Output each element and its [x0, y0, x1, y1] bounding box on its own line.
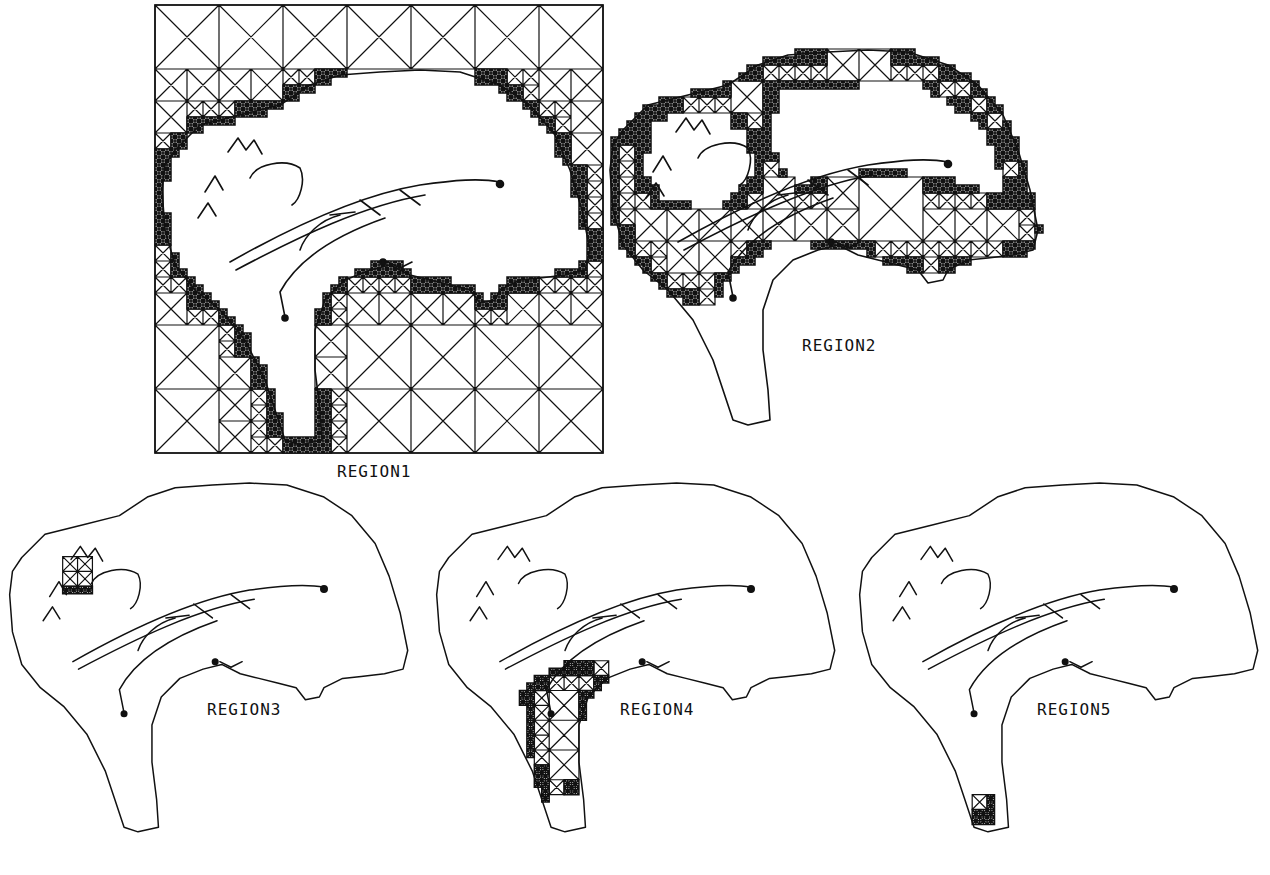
- brain-outline: [162, 70, 590, 445]
- quadtree-cells: [63, 5, 1043, 824]
- brain-outline: [610, 50, 1038, 425]
- boundary-cell: [972, 795, 994, 825]
- region-label: REGION3: [205, 700, 283, 719]
- brain-outline: [10, 483, 408, 832]
- boundary-cell: [611, 49, 1043, 305]
- region-label: REGION5: [1035, 700, 1113, 719]
- region1-frame: [155, 5, 603, 453]
- region-label: REGION2: [800, 336, 878, 355]
- quadtree-block: [63, 557, 93, 587]
- boundary-cell: [63, 586, 93, 593]
- quadtree-block: [972, 795, 987, 810]
- brain-outline: [860, 483, 1258, 832]
- brain-outline: [437, 483, 835, 832]
- quadtree-block: [155, 5, 603, 453]
- region-label: REGION4: [618, 700, 696, 719]
- boundary-cell: [155, 69, 603, 453]
- boundary-cell: [519, 661, 608, 802]
- region-label: REGION1: [335, 462, 413, 481]
